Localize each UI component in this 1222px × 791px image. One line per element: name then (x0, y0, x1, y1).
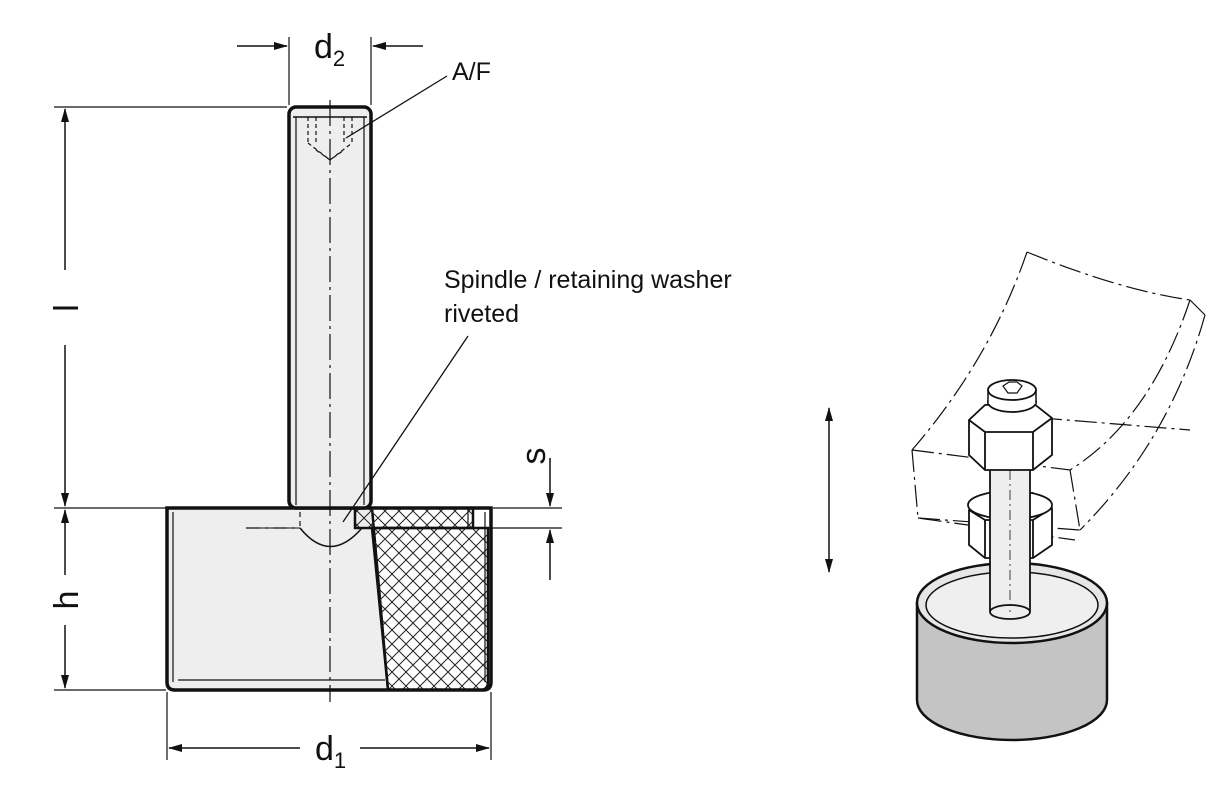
h-label: h (48, 591, 86, 610)
d1-label: d1 (315, 730, 346, 773)
d2-label: d2 (314, 28, 345, 71)
l-label: l (48, 304, 86, 312)
isometric-illustration (825, 251, 1206, 742)
technical-drawing: d2 A/F l h d1 s Spindle / retaining wash… (48, 28, 732, 773)
base-outline (165, 506, 493, 692)
af-label: A/F (452, 58, 491, 86)
rubber-section (370, 526, 490, 692)
machine-part-phantom (911, 251, 1206, 541)
retaining-washer (353, 506, 475, 530)
spindle-note-line1: Spindle / retaining washer (444, 266, 732, 294)
upper-hex-nut (968, 402, 1053, 471)
spindle-note-line2: riveted (444, 300, 519, 328)
s-label: s (515, 448, 553, 465)
hex-socket-icon (1002, 381, 1023, 394)
spindle-note-leader (342, 335, 469, 523)
af-leader (345, 75, 448, 139)
